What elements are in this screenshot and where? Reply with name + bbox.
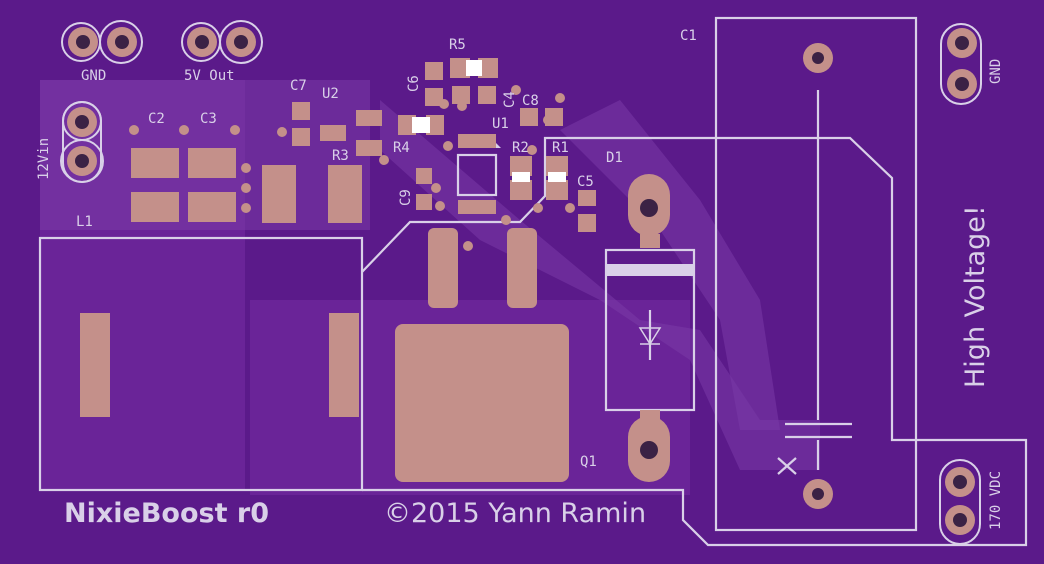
ref-r2: R2	[512, 140, 529, 156]
ref-c8: C8	[522, 93, 539, 109]
ref-r3: R3	[332, 148, 349, 164]
header-gnd-right	[940, 23, 982, 105]
silkscreen-outlines	[38, 16, 1028, 547]
ref-r5: R5	[449, 37, 466, 53]
ref-r1: R1	[552, 140, 569, 156]
ref-u2: U2	[322, 86, 339, 102]
ref-d1: D1	[606, 150, 623, 166]
header-12vin	[60, 100, 104, 184]
l1-pads	[80, 313, 359, 417]
ref-c5: C5	[577, 174, 594, 190]
ref-u1: U1	[492, 116, 509, 132]
ref-c4: C4	[502, 91, 518, 108]
ref-c7: C7	[290, 78, 307, 94]
ref-c1: C1	[680, 28, 697, 44]
label-gnd-right: GND	[988, 59, 1004, 84]
ref-c3: C3	[200, 111, 217, 127]
label-12vin: 12Vin	[36, 138, 52, 180]
reference-designators: C2 C3 C7 U2 R3 R4 R5 C8 U1 R2 R1 C5 D1 Q…	[76, 28, 697, 470]
connector-labels: GND 5V Out 12Vin GND 170 VDC	[36, 59, 1004, 530]
q1-pads	[395, 228, 569, 482]
label-5v-out: 5V Out	[184, 68, 235, 84]
ref-r4: R4	[393, 140, 410, 156]
ref-c2: C2	[148, 111, 165, 127]
high-voltage-warning: High Voltage!	[960, 205, 991, 388]
label-gnd-top: GND	[81, 68, 106, 84]
board-title: NixieBoost r0	[64, 498, 269, 529]
d1-pads	[628, 174, 670, 482]
header-5v-out	[180, 20, 264, 64]
c1-pads	[803, 43, 833, 509]
ref-c6: C6	[406, 75, 422, 92]
ref-l1: L1	[76, 214, 93, 230]
board-copyright: ©2015 Yann Ramin	[384, 498, 646, 529]
ref-c9: C9	[398, 189, 414, 206]
ref-q1: Q1	[580, 454, 597, 470]
label-170vdc: 170 VDC	[988, 471, 1004, 530]
header-gnd-top	[60, 20, 144, 64]
vias	[129, 85, 575, 251]
header-170vdc	[939, 459, 981, 545]
smd-pads	[131, 58, 596, 232]
